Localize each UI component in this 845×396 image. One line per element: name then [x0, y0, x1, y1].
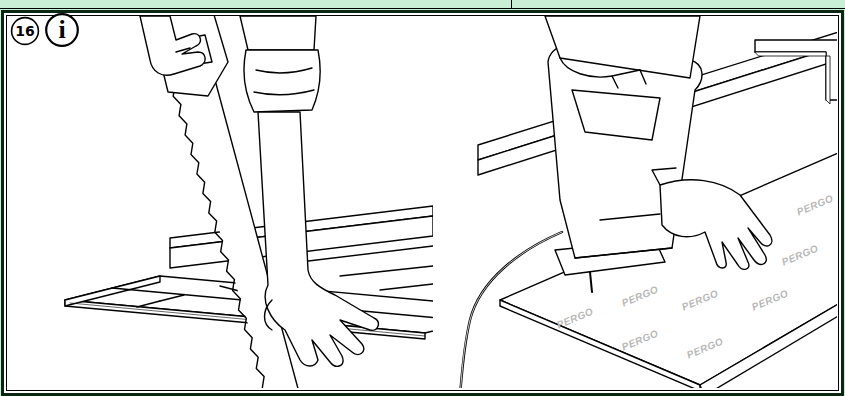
watermark: PERGO [680, 287, 720, 312]
table-divider [511, 0, 512, 8]
callout-circle: i [44, 12, 80, 48]
watermark: PERGO [685, 335, 725, 360]
callout-circle: 16 [10, 16, 40, 46]
jigsaw-scene [460, 16, 837, 388]
watermark: PERGO [780, 242, 820, 267]
table-strip [0, 0, 845, 9]
watermark: PERGO [750, 287, 790, 312]
watermark: PERGO [620, 283, 660, 308]
callout-number: 16 [15, 24, 34, 38]
watermark: PERGO [795, 192, 835, 217]
watermark: PERGO [555, 305, 595, 330]
callout-number: i [58, 17, 65, 43]
watermark: PERGO [620, 327, 660, 352]
hand-saw-scene [65, 16, 433, 388]
